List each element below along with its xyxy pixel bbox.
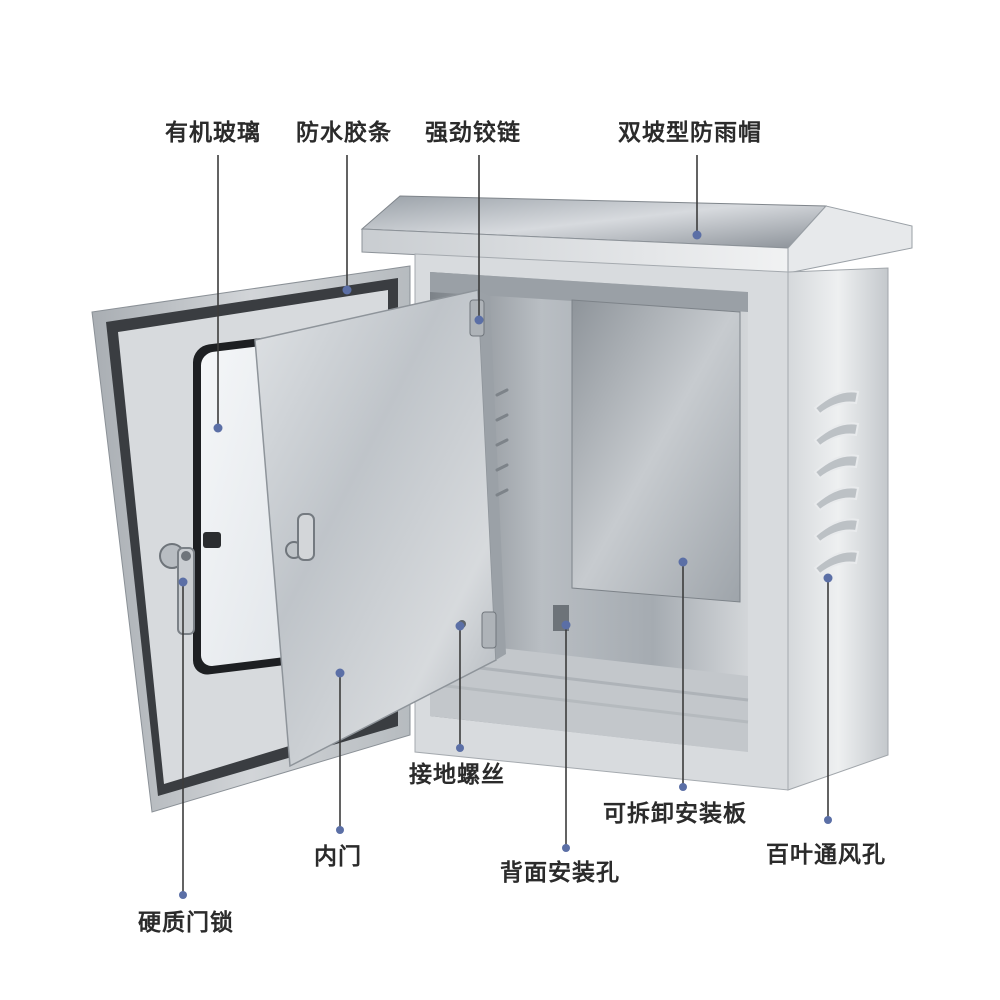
label-ground-screw: 接地螺丝 (409, 762, 505, 788)
rain-hood (360, 195, 913, 274)
label-back-mount-hole: 背面安装孔 (500, 860, 620, 886)
hinge-pins (495, 388, 509, 497)
lock-handle-icon (159, 543, 195, 635)
label-mounting-plate: 可拆卸安装板 (603, 801, 747, 827)
inner-door (254, 289, 506, 768)
label-louver-vents: 百叶通风孔 (766, 842, 886, 868)
label-strong-hinge: 强劲铰链 (425, 120, 521, 146)
latch-icon (285, 513, 315, 561)
label-inner-door: 内门 (314, 844, 362, 870)
cabinet-body (414, 253, 889, 791)
louver-vents (813, 390, 860, 576)
leader-lines (182, 155, 829, 895)
label-acrylic-glass: 有机玻璃 (165, 120, 261, 146)
label-waterproof-strip: 防水胶条 (296, 120, 392, 146)
label-rain-hood: 双坡型防雨帽 (618, 120, 762, 146)
label-door-lock: 硬质门锁 (138, 910, 234, 936)
leader-dots (178, 230, 833, 899)
